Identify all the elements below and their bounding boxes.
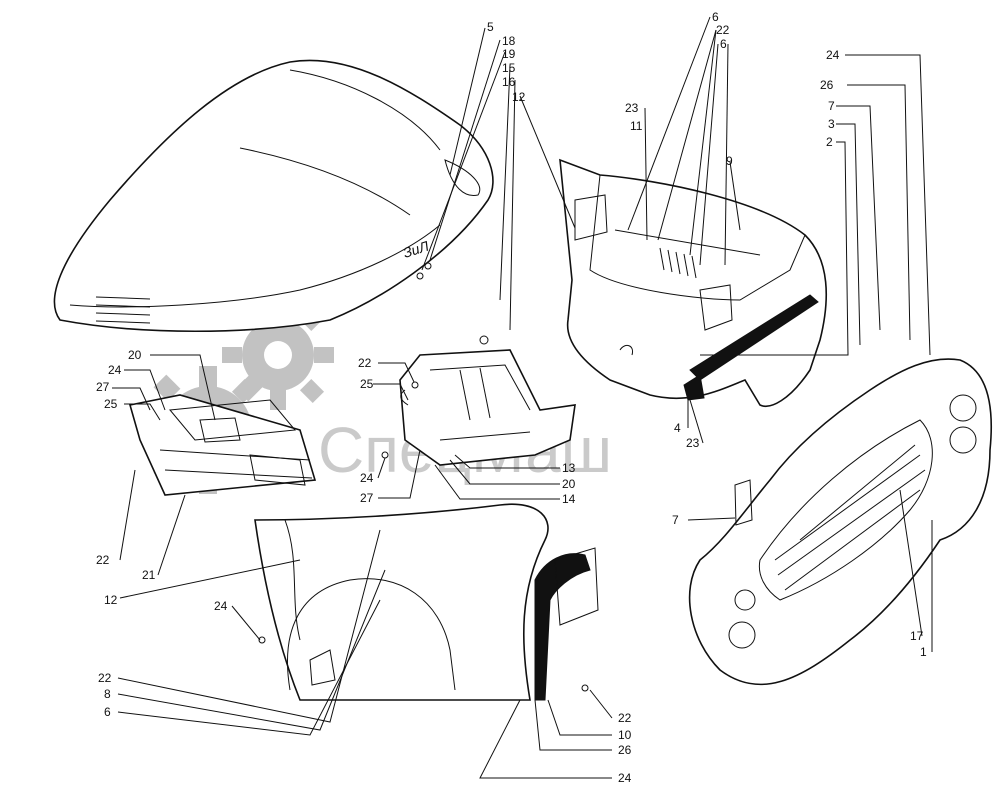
callout-27: 27 — [96, 380, 110, 394]
callout-7: 7 — [828, 99, 835, 113]
callout-27: 27 — [360, 491, 374, 505]
callout-22: 22 — [96, 553, 110, 567]
callout-22: 22 — [358, 356, 372, 370]
callout-24: 24 — [826, 48, 840, 62]
callout-16: 16 — [502, 75, 516, 89]
callout-24: 24 — [108, 363, 122, 377]
callout-19: 19 — [502, 47, 516, 61]
callout-11: 11 — [630, 119, 643, 133]
callout-24: 24 — [360, 471, 374, 485]
callout-22: 22 — [98, 671, 112, 685]
callout-24: 24 — [618, 771, 632, 785]
callout-6: 6 — [104, 705, 111, 719]
callout-2: 2 — [826, 135, 833, 149]
callout-26: 26 — [820, 78, 834, 92]
hood-part: ЗиЛ — [53, 59, 494, 345]
callout-3: 3 — [828, 117, 835, 131]
fender-part — [254, 503, 599, 701]
callout-21: 21 — [142, 568, 156, 582]
cab-front-panel-part — [559, 158, 828, 407]
hood-vent-slots — [95, 296, 151, 324]
callout-8: 8 — [104, 687, 111, 701]
callout-15: 15 — [502, 61, 516, 75]
callout-labels: 5181915161262262311924267322024272522212… — [96, 10, 927, 785]
callout-17: 17 — [910, 629, 924, 643]
callout-25: 25 — [104, 397, 118, 411]
callout-20: 20 — [128, 348, 142, 362]
callout-23: 23 — [625, 101, 639, 115]
callout-23: 23 — [686, 436, 700, 450]
hood-badge: ЗиЛ — [401, 237, 431, 260]
callout-13: 13 — [562, 461, 576, 475]
callout-1: 1 — [920, 645, 927, 659]
leader-lines — [112, 16, 933, 779]
callout-25: 25 — [360, 377, 374, 391]
step-box-part — [128, 394, 317, 496]
callout-12: 12 — [104, 593, 118, 607]
callout-5: 5 — [487, 20, 494, 34]
callout-12: 12 — [512, 90, 526, 104]
callout-18: 18 — [502, 34, 516, 48]
radiator-grille-part — [688, 358, 993, 686]
callout-10: 10 — [618, 728, 632, 742]
grille-slots — [774, 444, 926, 591]
callout-24: 24 — [214, 599, 228, 613]
callout-7: 7 — [672, 513, 679, 527]
callout-6: 6 — [720, 37, 727, 51]
callout-22: 22 — [618, 711, 632, 725]
callout-4: 4 — [674, 421, 681, 435]
callout-6: 6 — [712, 10, 719, 24]
louver-slots — [659, 247, 697, 279]
callout-22: 22 — [716, 23, 730, 37]
callout-14: 14 — [562, 492, 576, 506]
callout-20: 20 — [562, 477, 576, 491]
callout-9: 9 — [726, 154, 733, 168]
callout-26: 26 — [618, 743, 632, 757]
bracket-part — [381, 349, 576, 466]
